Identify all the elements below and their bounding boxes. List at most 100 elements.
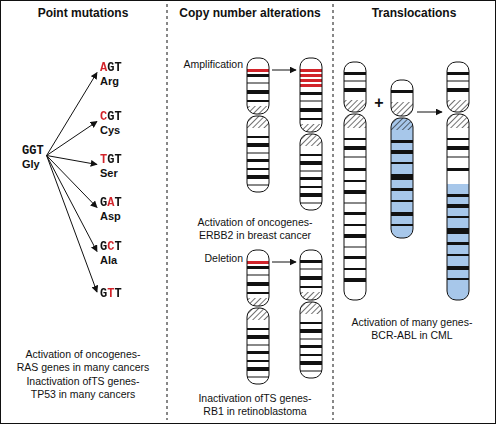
mutant-codon: GTT <box>100 283 122 301</box>
deleted-chromosome <box>300 302 322 378</box>
chromosome <box>344 114 366 300</box>
caption-text: TP53 in many cancers <box>3 388 163 401</box>
chromosome <box>344 212 366 215</box>
fusion-chromosome <box>447 156 469 158</box>
fusion-chromosome <box>447 278 469 280</box>
mutation-arrow <box>47 156 97 252</box>
mutation-arrow <box>47 156 97 293</box>
partner-chromosome <box>391 118 413 238</box>
fusion-chromosome <box>447 62 469 300</box>
chromosome <box>344 168 366 171</box>
fusion-chromosome <box>447 204 469 208</box>
amino-acid-text: Ser <box>100 167 122 180</box>
caption-text: ERBB2 in breast cancer <box>175 229 335 242</box>
deleted-chromosome <box>300 250 322 378</box>
chromosome <box>247 250 269 306</box>
partner-chromosome <box>391 118 413 238</box>
column-heading: Point mutations <box>3 6 163 21</box>
deleted-chromosome <box>300 250 322 300</box>
chromosome <box>344 268 366 270</box>
partner-chromosome <box>391 162 413 164</box>
fusion-chromosome <box>447 146 469 150</box>
amino-acid-text: Cys <box>100 124 122 137</box>
chromosome <box>344 114 366 300</box>
fusion-chromosome <box>447 168 469 171</box>
fusion-chromosome <box>447 228 469 234</box>
amplified-chromosome <box>300 58 322 132</box>
amplified-chromosome <box>300 58 322 132</box>
mutant-codon: CGTCys <box>100 106 122 137</box>
mutation-arrow <box>47 122 97 156</box>
column-heading: Translocations <box>334 6 494 21</box>
chromosome <box>247 58 269 114</box>
deleted-chromosome <box>300 260 322 300</box>
plus-sign: + <box>299 94 459 112</box>
partner-chromosome <box>391 80 413 116</box>
fusion-chromosome <box>447 138 469 140</box>
partner-chromosome <box>391 188 413 191</box>
partner-chromosome <box>391 80 413 116</box>
fusion-chromosome <box>447 114 469 300</box>
chromosome <box>344 114 366 300</box>
chromosome <box>344 138 366 140</box>
column-divider <box>167 4 168 420</box>
chromosome <box>247 74 269 114</box>
partner-chromosome <box>391 80 413 238</box>
amino-acid-text: Asp <box>100 210 122 223</box>
chromosome <box>344 202 366 204</box>
process-arrow <box>272 262 296 263</box>
partner-chromosome <box>391 118 413 238</box>
fusion-chromosome <box>447 114 469 300</box>
chromosome <box>344 224 366 226</box>
amplified-band <box>300 74 322 77</box>
fusion-chromosome <box>447 114 469 300</box>
deleted-chromosome <box>300 250 322 300</box>
chromosome <box>344 190 366 194</box>
process-arrow <box>417 112 442 113</box>
partner-chromosome <box>391 90 413 93</box>
chromosome <box>344 62 366 112</box>
caption-text: Activation of many genes- <box>332 316 492 329</box>
chromosome <box>247 116 269 192</box>
chromosome <box>344 180 366 182</box>
mutant-codon: GATAsp <box>100 192 122 223</box>
mutation-arrow <box>47 73 97 156</box>
amplified-chromosome <box>300 92 322 132</box>
caption-text: Inactivation ofTS genes- <box>175 392 335 405</box>
amplified-band <box>300 69 322 72</box>
amino-acid-text: Arg <box>100 75 122 88</box>
fusion-chromosome <box>447 194 469 197</box>
partner-chromosome <box>391 140 413 143</box>
process-label: Deletion <box>83 252 243 265</box>
codon-text: GTT <box>100 287 122 301</box>
chromosome <box>247 58 269 114</box>
mutation-arrow <box>47 156 97 165</box>
chromosome <box>344 234 366 238</box>
chromosome <box>247 58 269 192</box>
chromosome <box>344 278 366 282</box>
chromosome <box>247 250 269 384</box>
amplified-band <box>300 79 322 82</box>
chromosome <box>344 146 366 150</box>
partner-chromosome <box>391 174 413 180</box>
caption-text: Activation of oncogenes- <box>3 348 163 361</box>
column-divider <box>333 4 334 420</box>
partner-chromosome <box>391 80 413 116</box>
fusion-chromosome <box>447 184 469 300</box>
codon-text: GGT <box>22 144 44 158</box>
chromosome <box>344 62 366 300</box>
process-arrow <box>272 70 296 71</box>
chromosome <box>247 250 269 306</box>
chromosome <box>344 156 366 158</box>
process-label: Amplification <box>83 58 243 71</box>
partner-chromosome <box>391 150 413 154</box>
partner-chromosome <box>391 200 413 202</box>
codon-text: GAT <box>100 196 122 210</box>
amplified-chromosome <box>300 58 322 132</box>
tumor-suppressor-band <box>247 261 269 264</box>
fusion-chromosome <box>447 216 469 218</box>
